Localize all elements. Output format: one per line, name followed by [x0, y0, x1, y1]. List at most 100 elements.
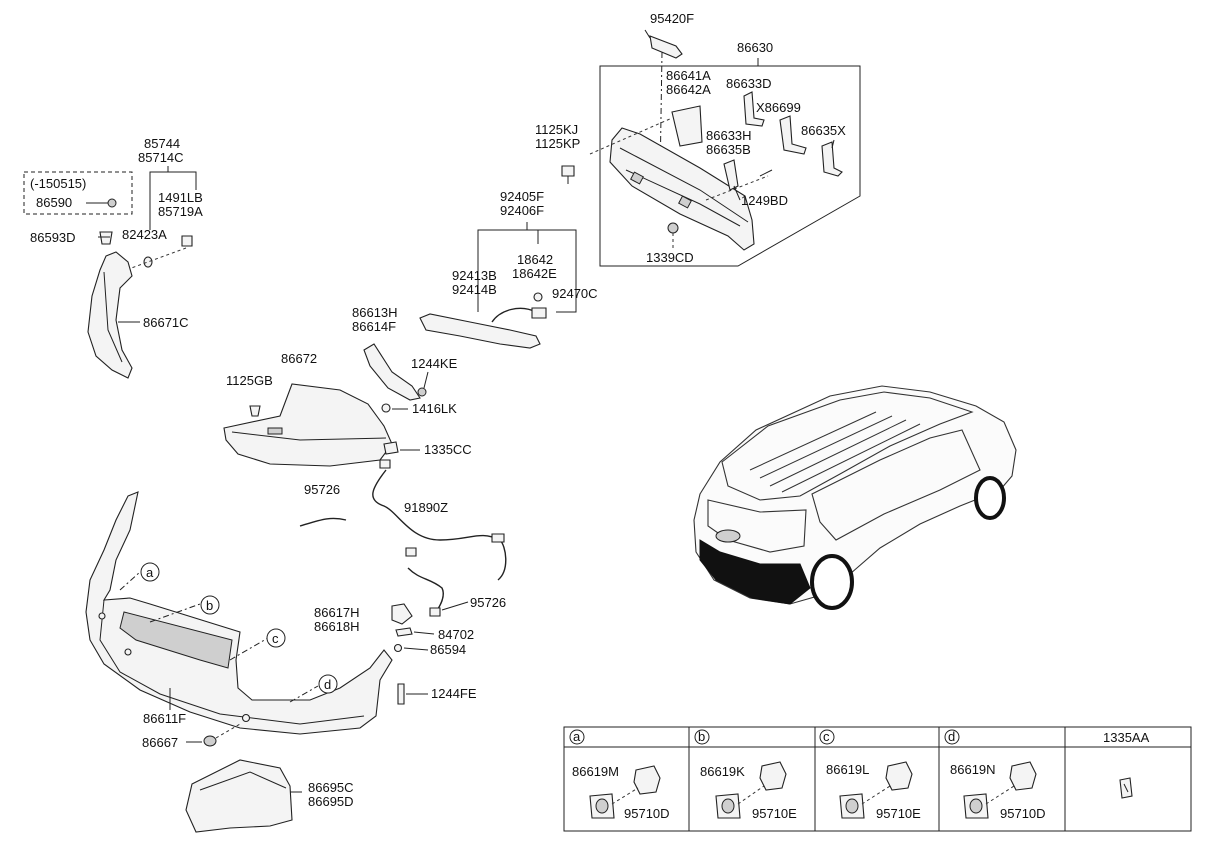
clip-86594: [393, 643, 403, 653]
bracket-86617H: [391, 603, 413, 625]
cell-a-bezel-face: [595, 798, 609, 814]
label-86593D: 86593D: [30, 230, 76, 245]
wire-95726-a: [299, 517, 347, 527]
cell-b-bottom: 95710E: [752, 806, 797, 821]
table-header-circle-a: [569, 729, 585, 745]
callout-a-line: [119, 571, 141, 591]
reflector-wire: [491, 307, 537, 323]
label-95726-a: 95726: [304, 482, 340, 497]
label-86633D: 86633D: [726, 76, 772, 91]
under-cover-edge: [199, 771, 287, 791]
connector-91890Z-b: [491, 533, 505, 543]
bolt-1249BD-centerline: [705, 175, 769, 201]
under-cover-86695C: [185, 759, 293, 833]
cap-86667: [203, 735, 217, 747]
callout-c-letter: c: [272, 631, 279, 646]
label-1416LK: 1416LK: [412, 401, 457, 416]
bolt-1125KJ: [561, 165, 575, 177]
bracket-86613H: [363, 343, 421, 401]
vehicle-rear-wheel: [810, 554, 854, 610]
label-1125KJ: 1125KJ: [535, 122, 578, 137]
vehicle-front-wheel: [974, 476, 1006, 520]
bracket-86641A: [671, 105, 703, 147]
bulb-18642: [533, 292, 543, 302]
label-86671C: 86671C: [143, 315, 189, 330]
label-1335CC: 1335CC: [424, 442, 472, 457]
vehicle-badge: [715, 529, 741, 543]
rear-beam-assembly: [561, 29, 861, 267]
label-92406F: 92406F: [500, 203, 544, 218]
garnish-edge: [231, 431, 387, 441]
label-1244KE: 1244KE: [411, 356, 458, 371]
beam-edge: [619, 147, 749, 223]
screw-1244KE: [417, 387, 427, 397]
sensor-wire: [644, 29, 651, 39]
bracket-86671C: [87, 251, 133, 379]
beam-hole-2: [678, 195, 692, 209]
label-150515: (-150515): [30, 176, 86, 191]
label-86695C: 86695C: [308, 780, 354, 795]
table-header-circle-c: [819, 729, 835, 745]
connector-91890Z-top: [379, 459, 391, 469]
leader-lines: [86, 139, 835, 793]
table-header-1335AA: 1335AA: [1103, 730, 1150, 745]
bumper-hole-1: [98, 612, 106, 620]
nut-85719A: [181, 235, 193, 247]
cap-centerline: [215, 723, 241, 739]
label-1491LB: 1491LB: [158, 190, 203, 205]
leader-86635X: [831, 139, 835, 149]
label-95420F: 95420F: [650, 11, 694, 26]
leader-86594: [403, 647, 429, 651]
table-header-a: a: [573, 729, 581, 744]
nut-1339CD: [667, 222, 679, 234]
leader-1244KE: [423, 371, 429, 389]
label-92413B: 92413B: [452, 268, 497, 283]
label-86630: 86630: [737, 40, 773, 55]
label-91890Z: 91890Z: [404, 500, 448, 515]
bracket-86633D: [743, 91, 765, 127]
cell-d-sensor: [1009, 761, 1037, 791]
label-82423A: 82423A: [122, 227, 167, 242]
label-86635X: 86635X: [801, 123, 846, 138]
cell-c-bottom: 95710E: [876, 806, 921, 821]
garnish-86672: [223, 383, 393, 467]
table-header-b: b: [698, 729, 705, 744]
cell-d-bezel-face: [969, 798, 983, 814]
label-1125GB: 1125GB: [226, 373, 273, 388]
middle-parts: [223, 343, 507, 705]
label-86635B: 86635B: [706, 142, 751, 157]
table-header-d: d: [948, 729, 955, 744]
callout-d-letter: d: [324, 677, 331, 692]
cell-d-centerline: [985, 785, 1015, 805]
cell-a-bottom: 95710D: [624, 806, 670, 821]
cell-d-bottom: 95710D: [1000, 806, 1046, 821]
label-1125KP: 1125KP: [535, 136, 580, 151]
cell-c-centerline: [861, 785, 891, 805]
wire-95726-b: [407, 567, 445, 613]
label-86611F: 86611F: [143, 711, 186, 726]
beam-hole-1: [630, 171, 644, 185]
label-18642: 18642: [517, 252, 553, 267]
bracket-X86699: [779, 115, 807, 155]
cell-a-top: 86619M: [572, 764, 619, 779]
label-X86699: X86699: [756, 100, 801, 115]
label-85744: 85744: [144, 136, 180, 151]
clip-84702: [395, 627, 413, 637]
label-92470C: 92470C: [552, 286, 598, 301]
cell-b-top: 86619K: [700, 764, 745, 779]
cell-d-top: 86619N: [950, 762, 996, 777]
bolt-1249BD: [759, 169, 773, 177]
socket-92470C: [531, 307, 547, 319]
label-86590: 86590: [36, 195, 72, 210]
cell-a-sensor: [633, 765, 661, 795]
label-1244FE: 1244FE: [431, 686, 477, 701]
label-86617H: 86617H: [314, 605, 360, 620]
clip-1416LK: [381, 403, 391, 413]
label-86641A: 86641A: [666, 68, 711, 83]
callout-c: [266, 628, 286, 648]
label-86613H: 86613H: [352, 305, 398, 320]
cell-c-sensor: [885, 761, 913, 791]
label-86642A: 86642A: [666, 82, 711, 97]
dashed-note-box: [23, 171, 133, 215]
callout-a: [140, 562, 160, 582]
